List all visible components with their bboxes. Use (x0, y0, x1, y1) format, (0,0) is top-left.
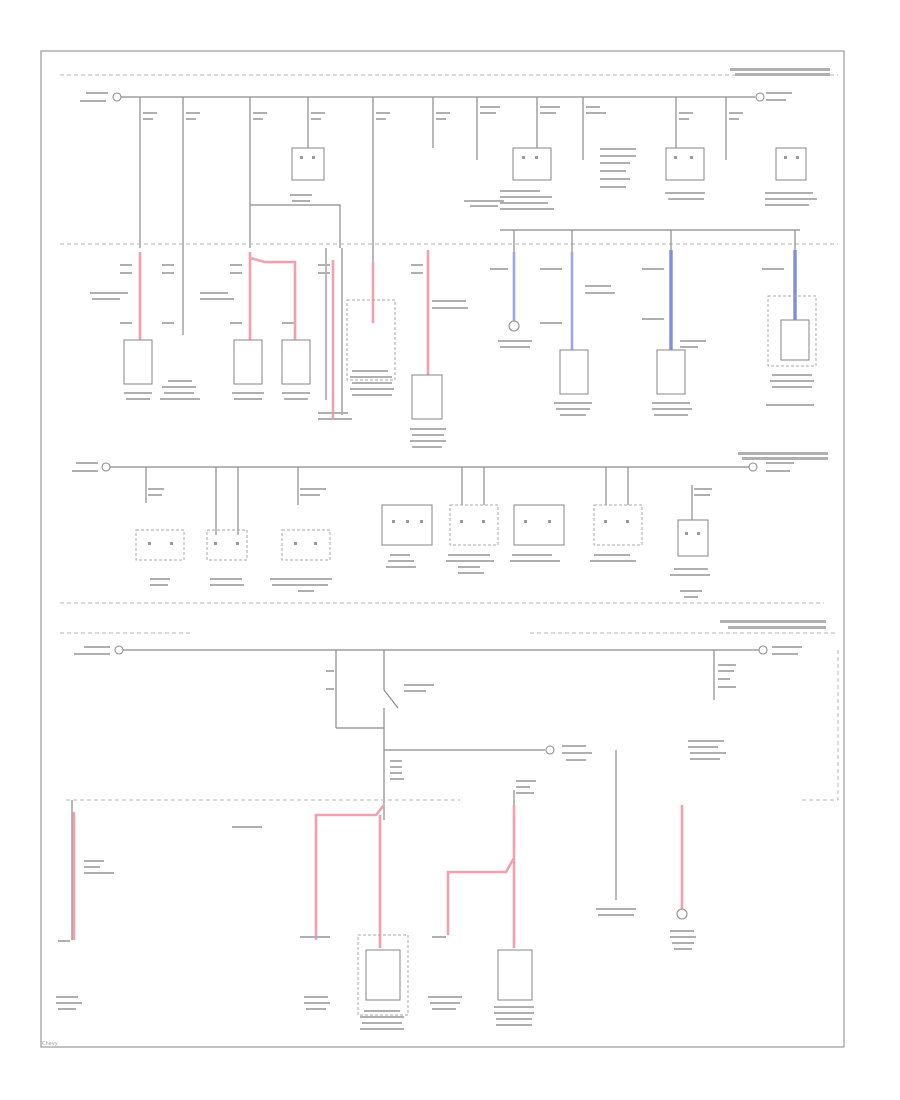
upper-fuse-marks (80, 92, 792, 120)
lower-module-outline (357, 934, 409, 1016)
relay-3 (281, 529, 331, 561)
module-box-8 (780, 319, 810, 361)
module-box-5 (411, 374, 443, 420)
module-box-1 (123, 339, 153, 385)
upper-branch (250, 204, 341, 248)
relay-7 (593, 504, 643, 546)
section-lower-power (56, 620, 839, 1030)
lower-module-left (365, 949, 401, 1001)
module-box-2 (233, 339, 263, 385)
lower-bus-right-arrow (758, 645, 768, 655)
upper-bus-left-arrow (112, 92, 122, 102)
relay-2 (206, 529, 248, 561)
upper-bus-right-arrow (755, 92, 765, 102)
red-wire-lower-2 (314, 804, 386, 940)
module-box-6 (559, 349, 589, 395)
module-label-marks (90, 264, 784, 348)
module-box-8-outline (767, 295, 817, 367)
relay-bus-right-arrow (748, 462, 758, 472)
upper-title-marks-2 (735, 73, 830, 76)
lower-bus-left-arrow (114, 645, 124, 655)
module-caption-marks (124, 340, 814, 448)
ignition-branch-arrow (545, 745, 555, 755)
relay-1 (135, 529, 185, 561)
red-wire-lower-4 (446, 857, 516, 935)
relay-6 (513, 504, 565, 546)
relay-caption-marks (150, 554, 710, 598)
section-upper-power (60, 68, 838, 248)
lower-caption-marks (56, 996, 534, 1030)
lower-ground-symbol (676, 908, 688, 920)
lower-module-right (497, 949, 533, 1001)
upper-connector-d (775, 147, 807, 181)
module-box-4-outline (346, 299, 396, 381)
section-relays (60, 452, 828, 604)
relay-4 (381, 504, 433, 546)
relay-5 (449, 504, 499, 546)
page-number: Chevy (42, 1041, 58, 1047)
upper-connector-b (512, 147, 552, 181)
module-box-7 (656, 349, 686, 395)
relay-bus-left-arrow (101, 462, 111, 472)
ignition-switch-contact (383, 689, 399, 709)
upper-connector-a (291, 147, 325, 181)
upper-connector-c (665, 147, 705, 181)
red-wire-3 (249, 256, 297, 340)
relay-8 (677, 519, 709, 557)
ground-symbol-blue (508, 320, 520, 332)
upper-title-marks (730, 68, 830, 71)
module-box-3 (281, 339, 311, 385)
diagram-frame (40, 50, 845, 1048)
section-modules (90, 230, 817, 448)
